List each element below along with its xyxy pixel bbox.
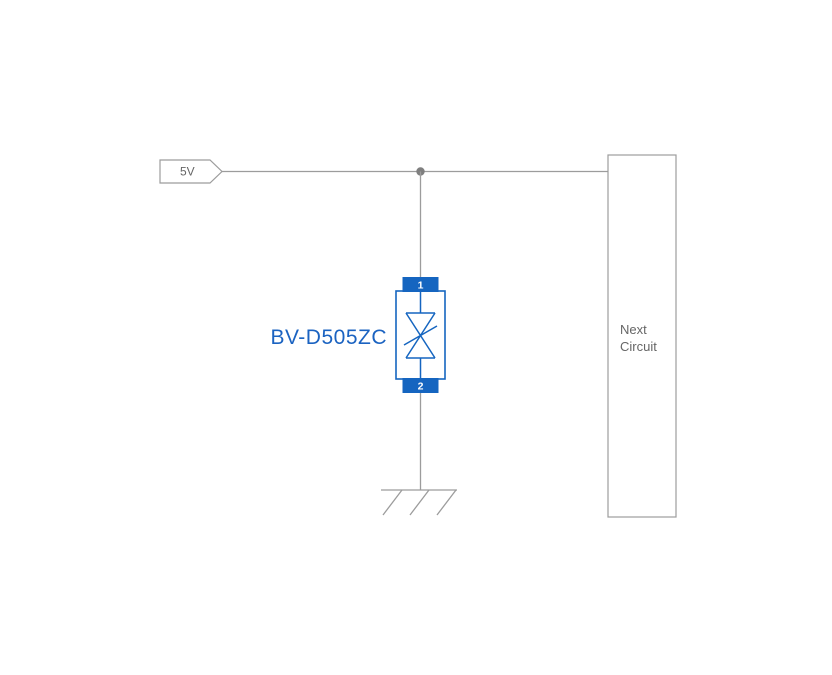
power-flag-label: 5V	[180, 165, 195, 179]
next-circuit-label-line1: Next	[620, 322, 647, 337]
tvs-symbol-icon	[403, 291, 438, 378]
component-label: BV-D505ZC	[270, 326, 387, 349]
ground-symbol-icon	[381, 489, 457, 516]
next-circuit-block: Next Circuit	[607, 154, 677, 518]
component-terminal-2	[402, 378, 439, 393]
tvs-diode-component: 1 2	[395, 277, 446, 393]
next-circuit-label-line2: Circuit	[620, 339, 657, 354]
next-circuit-box	[607, 154, 677, 518]
pin-1-label: 1	[418, 280, 424, 292]
pin-2-label: 2	[418, 381, 424, 393]
power-flag: 5V	[159, 159, 223, 184]
power-flag-shape	[159, 159, 223, 184]
component-terminal-1	[402, 277, 439, 292]
